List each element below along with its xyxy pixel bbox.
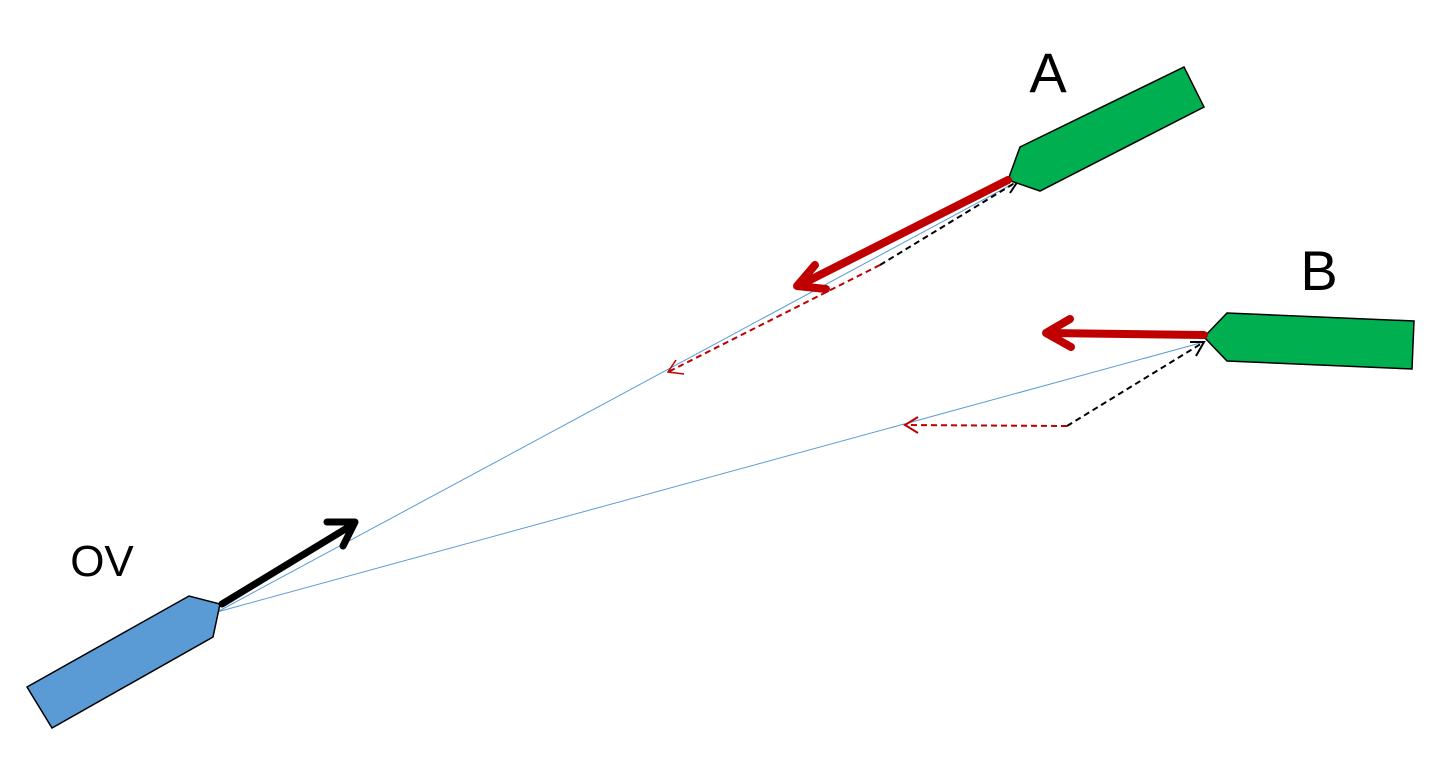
line-of-sight-to-b	[216, 341, 1205, 613]
vessel-a-relative-velocity-dashed-head	[666, 359, 685, 375]
own-vessel-label: OV	[70, 537, 134, 586]
vessel-a-label: A	[1029, 41, 1067, 104]
vessel-a-velocity-arrowhead	[793, 261, 830, 293]
vessel-a-own-velocity-dashed	[879, 180, 1019, 266]
vessel-b-velocity-arrowhead	[1042, 315, 1075, 351]
own-vessel-hull	[25, 595, 221, 730]
vessel-b-relative-velocity-dashed-head	[903, 416, 919, 434]
own-vessel-velocity-arrowhead	[323, 518, 359, 550]
own-vessel-velocity-arrow	[218, 521, 356, 608]
vessel-a-relative-velocity-dashed	[667, 264, 881, 373]
vessel-b-own-velocity-dashed-head	[1190, 341, 1206, 357]
vessel-b-own-velocity-dashed	[1066, 341, 1205, 427]
vessel-a-velocity-arrow	[796, 176, 1012, 289]
vessel-b-hull	[1202, 312, 1415, 370]
vessel-b-label: B	[1300, 239, 1337, 302]
line-of-sight-to-a	[216, 180, 1019, 613]
vessel-a-hull	[1007, 66, 1206, 192]
vessel-b-velocity-arrow	[1044, 329, 1208, 339]
vessel-b-relative-velocity-dashed	[904, 424, 1068, 427]
